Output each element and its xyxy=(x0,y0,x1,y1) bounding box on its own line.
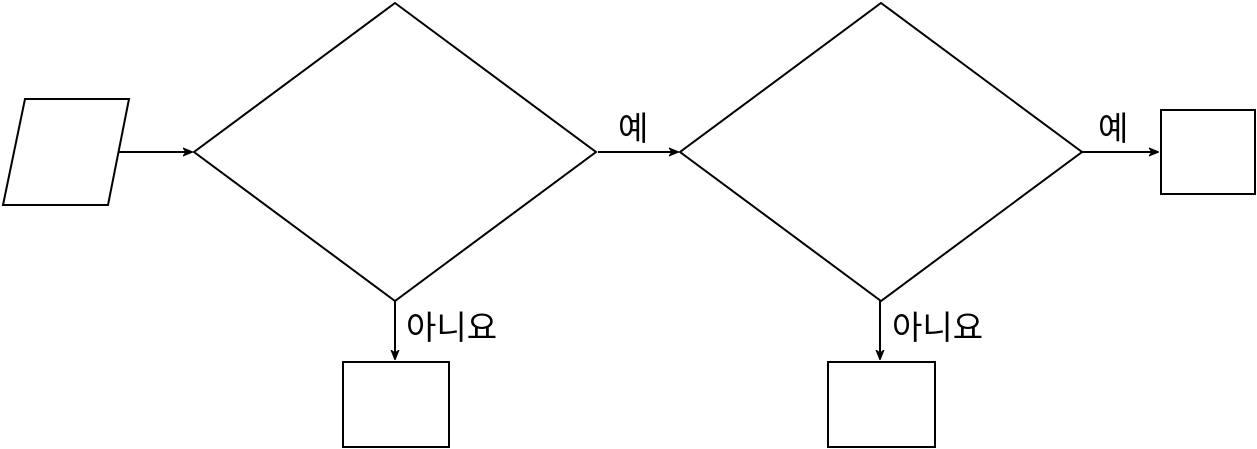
edge-label-decision-2-yes: 예 xyxy=(1098,109,1128,148)
result-box-no-1 xyxy=(342,361,450,448)
edge-label-decision-2-no: 아니요 xyxy=(892,308,983,347)
result-box-yes xyxy=(1160,109,1256,195)
decision-diamond-2 xyxy=(678,1,1084,303)
result-box-no-2 xyxy=(827,361,936,448)
input-parallelogram xyxy=(1,98,131,206)
decision-diamond-1 xyxy=(192,1,598,303)
edge-label-decision-1-no: 아니요 xyxy=(406,308,497,347)
edge-label-decision-1-yes: 예 xyxy=(618,109,648,148)
